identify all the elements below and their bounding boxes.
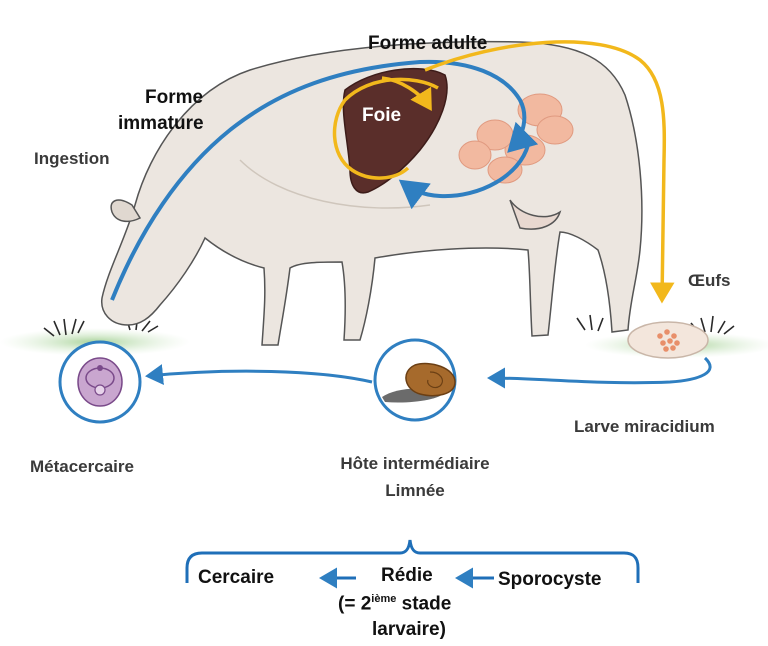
label-forme-adulte: Forme adulte: [368, 34, 487, 55]
label-cercaire: Cercaire: [198, 568, 274, 589]
label-oeufs: Œufs: [688, 272, 731, 291]
label-larvaire: larvaire): [372, 620, 446, 641]
label-foie: Foie: [362, 106, 401, 127]
label-larve-miracidium: Larve miracidium: [574, 418, 715, 437]
label-limnee: Limnée: [300, 482, 530, 501]
label-stade: (= 2ième stade: [338, 593, 451, 615]
label-metacercaire: Métacercaire: [30, 458, 134, 477]
blue-arrow-snail-to-meta: [148, 371, 372, 382]
label-ingestion: Ingestion: [34, 150, 110, 169]
label-forme: Forme: [145, 88, 203, 109]
metacercaire-illustration: [78, 358, 122, 406]
label-immature: immature: [118, 114, 204, 135]
label-hote-intermediaire: Hôte intermédiaire: [300, 455, 530, 474]
label-sporocyste: Sporocyste: [498, 570, 601, 591]
label-redie: Rédie: [381, 566, 433, 587]
blue-arrow-eggs-to-snail: [490, 358, 710, 383]
